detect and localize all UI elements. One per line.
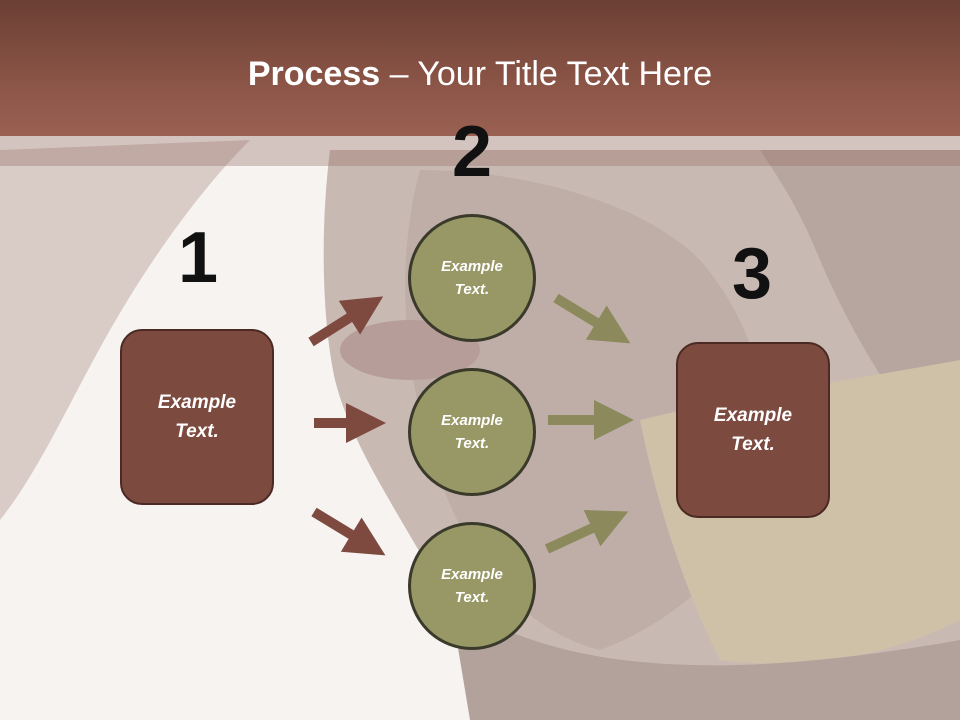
right-box: Example Text. [676, 342, 830, 518]
arrow-to-circle-top [308, 296, 384, 347]
arrow-to-circle-bottom [311, 507, 386, 556]
step-number-3: 3 [731, 234, 773, 314]
circle-bottom: Example Text. [408, 522, 536, 650]
arrow-from-circle-top [553, 293, 631, 344]
step-number-2: 2 [451, 112, 493, 192]
title-strong: Process [247, 55, 381, 93]
slide-title: Process – Your Title Text Here [0, 52, 960, 96]
title-rest: – Your Title Text Here [380, 55, 713, 93]
step-number-1: 1 [177, 218, 219, 298]
left-box: Example Text. [120, 329, 274, 505]
arrow-from-circle-bottom [544, 510, 629, 554]
header-band [0, 136, 960, 166]
circle-middle: Example Text. [408, 368, 536, 496]
header-bar [0, 0, 960, 136]
circle-top: Example Text. [408, 214, 536, 342]
